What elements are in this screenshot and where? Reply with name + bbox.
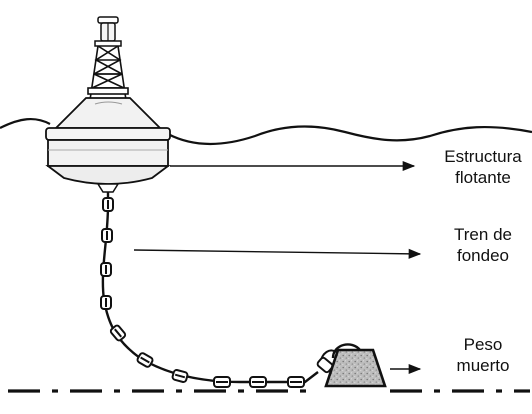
chain-link-icon: [249, 376, 267, 388]
label-mooring-line: Tren de fondeo: [440, 224, 526, 266]
buoy-flange: [45, 127, 171, 141]
label-line: Tren de: [454, 225, 512, 244]
buoy-bottom: [45, 165, 171, 185]
chain-link-icon: [109, 324, 127, 342]
chain-line: [101, 192, 319, 384]
concrete-block-icon: [324, 348, 387, 388]
buoy-lantern-icon: [94, 16, 122, 47]
buoy-lattice-tower: [87, 45, 129, 101]
chain-link-icon: [287, 376, 305, 388]
chain-link-icon: [171, 369, 189, 383]
chain-link-icon: [102, 197, 114, 212]
label-line: fondeo: [457, 246, 509, 265]
buoy: [45, 16, 171, 193]
chain-link-icon: [213, 376, 231, 388]
label-line: Estructura: [444, 147, 522, 166]
chain-link-icon: [101, 228, 113, 243]
buoy-hull: [47, 139, 169, 167]
chain-link-icon: [136, 352, 154, 368]
label-line: Peso: [463, 335, 503, 354]
arrow-mooring-line: [133, 248, 422, 259]
label-line: flotante: [455, 168, 511, 187]
chain-link-icon: [100, 262, 112, 277]
water-surface-wave: [0, 118, 532, 146]
label-floating-structure: Estructura flotante: [434, 146, 532, 188]
dead-weight: [316, 343, 387, 388]
label-dead-weight: Peso muerto: [444, 334, 522, 376]
chain-links: [100, 197, 305, 388]
label-line: muerto: [456, 356, 510, 375]
chain-link-icon: [100, 295, 112, 310]
